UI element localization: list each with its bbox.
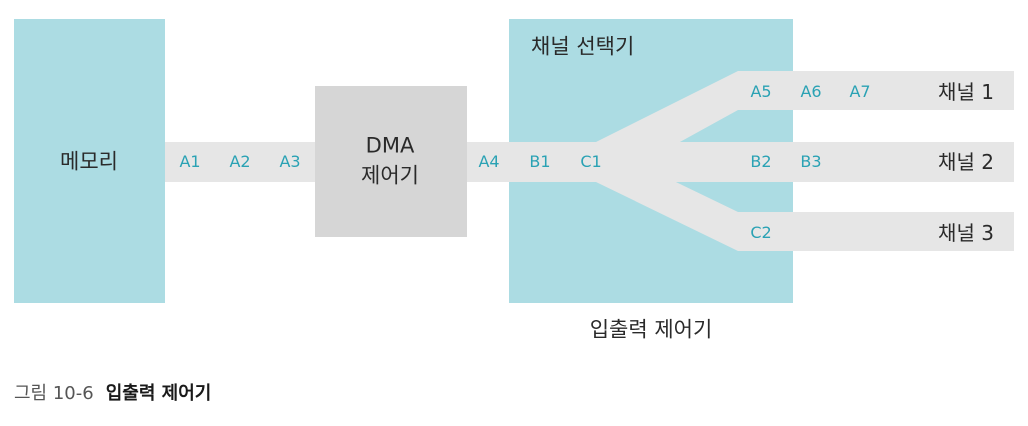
bus-branch-channel-3 <box>596 155 1014 251</box>
bus-item-c2: C2 <box>750 223 772 242</box>
channel-3-label: 채널 3 <box>938 221 994 245</box>
bus-item-a2: A2 <box>229 152 251 171</box>
bus-dma-to-channel-2 <box>467 142 1014 182</box>
bus-item-a7: A7 <box>849 82 871 101</box>
figure-title: 입출력 제어기 <box>105 383 212 404</box>
channel-1-label: 채널 1 <box>938 80 994 104</box>
bus-item-c1: C1 <box>580 152 602 171</box>
bus-item-a5: A5 <box>750 82 772 101</box>
figure-number: 그림 10-6 <box>14 383 94 404</box>
io-controller-label: 입출력 제어기 <box>589 317 713 342</box>
memory-label: 메모리 <box>60 149 118 174</box>
channel-2-label: 채널 2 <box>938 150 994 174</box>
bus-item-b2: B2 <box>750 152 772 171</box>
memory-block <box>14 19 165 303</box>
bus-item-a3: A3 <box>279 152 301 171</box>
figure-caption: 그림 10-6 입출력 제어기 <box>14 385 211 403</box>
dma-controller-block <box>315 86 467 237</box>
dma-label-line-2: 제어기 <box>361 164 419 188</box>
dma-label-line-1: DMA <box>365 133 415 158</box>
bus-item-a6: A6 <box>800 82 822 101</box>
channel-selector-label: 채널 선택기 <box>531 34 635 59</box>
bus-item-a1: A1 <box>179 152 201 171</box>
dma-label: DMA 제어기 <box>361 131 419 192</box>
bus-item-b3: B3 <box>800 152 822 171</box>
bus-branch-channel-1 <box>596 71 1014 175</box>
bus-memory-to-dma <box>165 142 316 182</box>
bus-item-a4: A4 <box>478 152 500 171</box>
bus-item-b1: B1 <box>529 152 551 171</box>
